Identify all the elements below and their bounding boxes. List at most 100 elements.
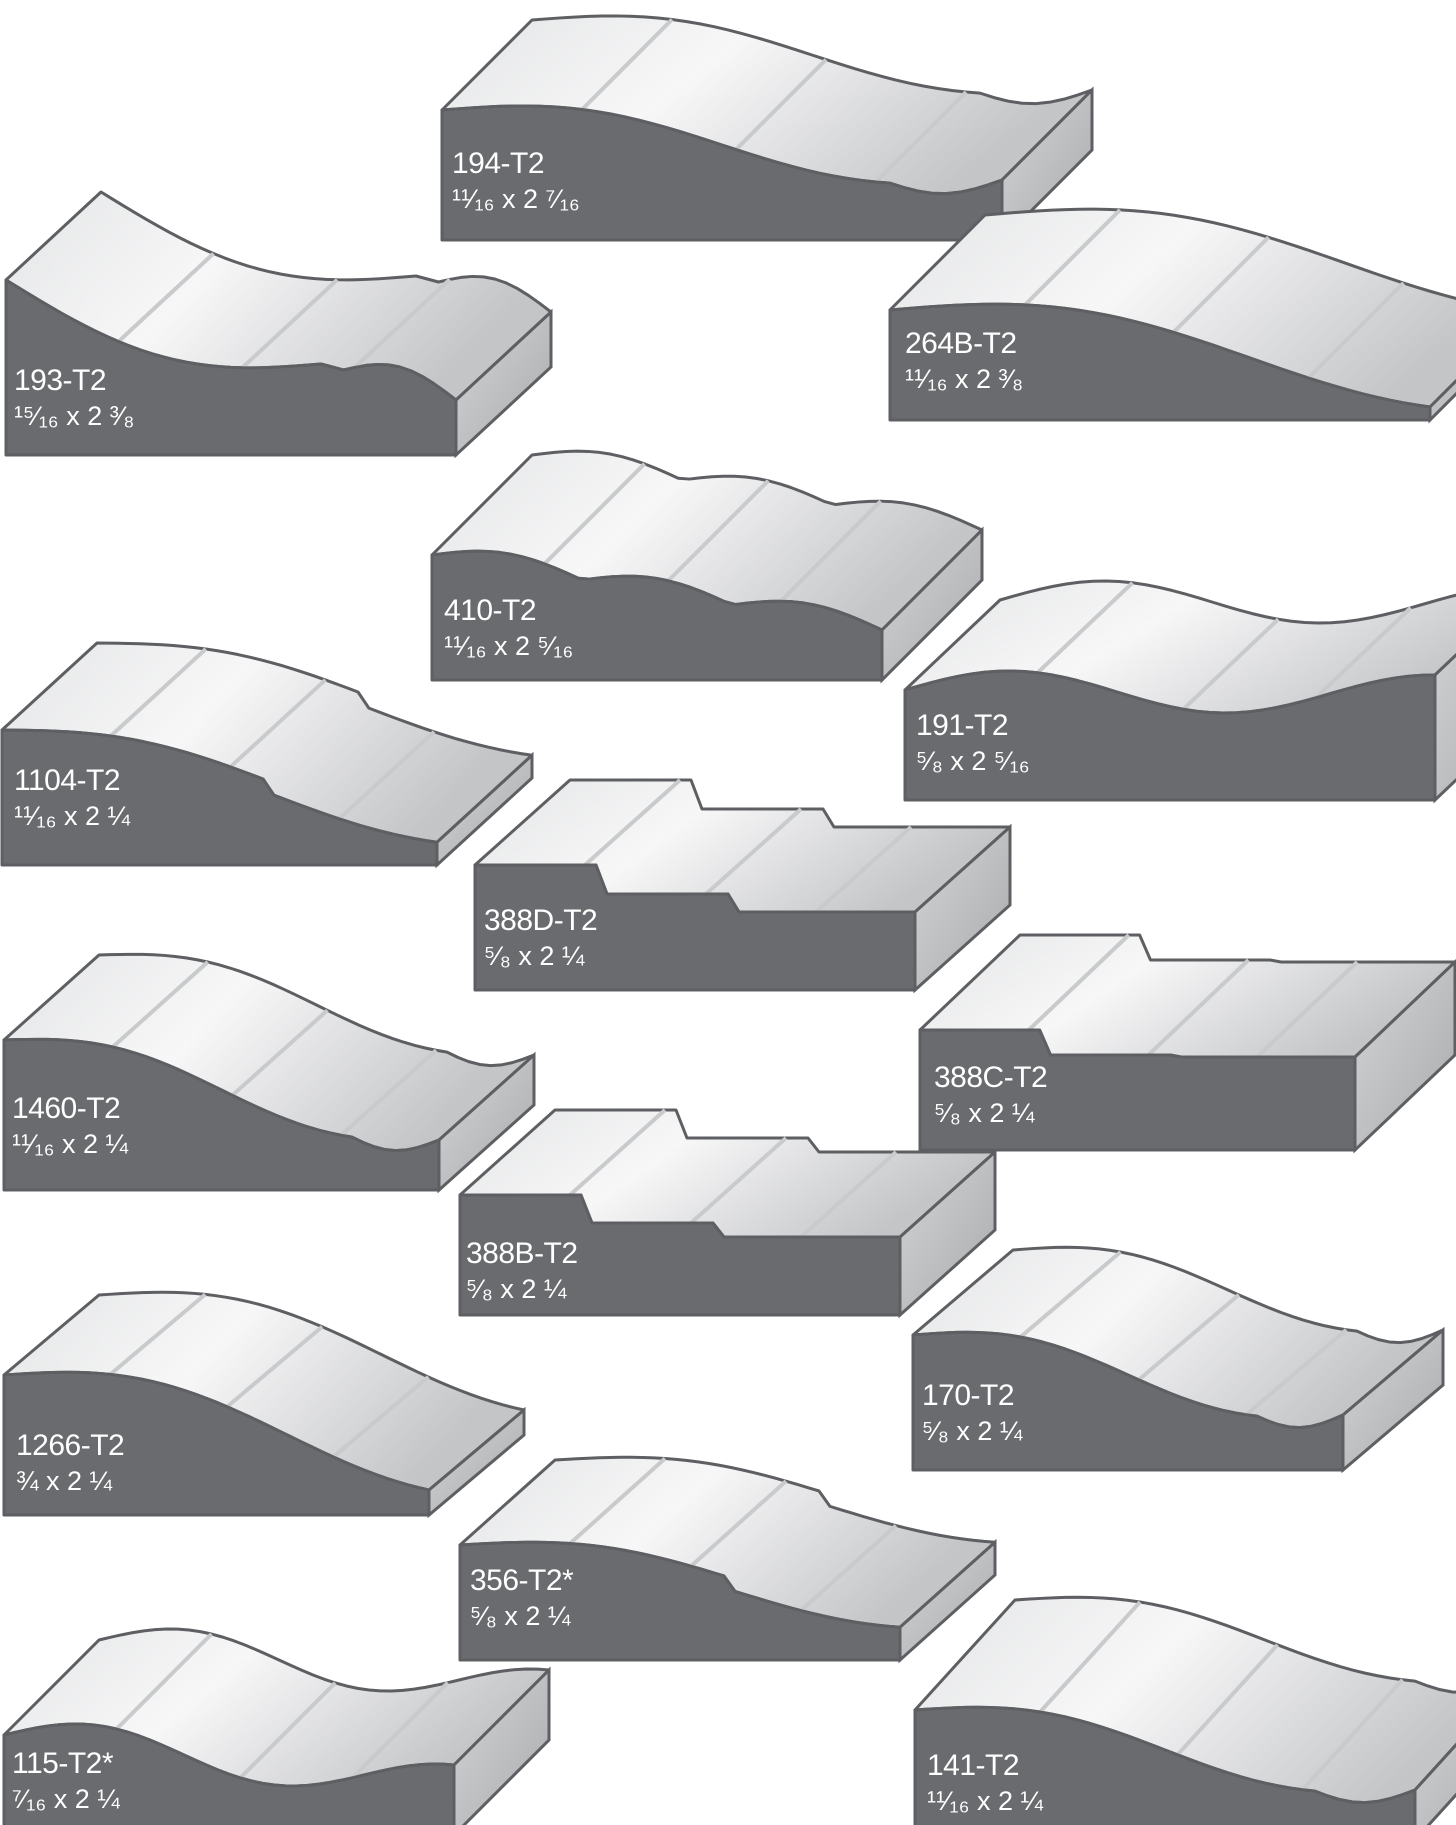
molding-ridge-line: [337, 730, 436, 821]
molding-end-profile: [918, 1028, 1357, 1152]
profile-code-label: 410-T2: [444, 594, 537, 627]
molding-end-profile: [440, 104, 1004, 242]
molding-profile: [2, 952, 536, 1194]
profile-code-label: 388C-T2: [934, 1061, 1048, 1094]
molding-ridge-line: [1146, 958, 1250, 1057]
profile-size-label: ¹¹⁄₁₆ x 2 ³⁄₈: [905, 364, 1024, 394]
profile-size-label: ⁷⁄₁₆ x 2 ¼: [12, 1784, 120, 1814]
profile-code-label: 388B-T2: [466, 1237, 578, 1270]
molding-end-profile: [0, 728, 439, 867]
molding-ridge-line: [1023, 208, 1122, 307]
molding-ridge-line: [568, 1108, 667, 1197]
molding-profile: [2, 1290, 526, 1519]
profile-size-label: ¹¹⁄₁₆ x 2 ¼: [927, 1786, 1044, 1816]
molding-end-profile: [903, 669, 1437, 802]
molding-end-profile: [2, 1037, 441, 1192]
molding-ridge-line: [115, 1632, 213, 1731]
molding-ridge-line: [351, 1681, 450, 1780]
profile-size-label: ¹¹⁄₁₆ x 2 ⁵⁄₁₆: [444, 631, 574, 661]
molding-ridge-line: [1038, 1600, 1142, 1714]
molding-ridge-line: [1137, 1293, 1241, 1382]
molding-ridge-line: [583, 778, 682, 867]
profile-code-label: 1460-T2: [12, 1092, 121, 1125]
molding-ridge-line: [543, 462, 646, 566]
molding-ridge-line: [689, 1479, 788, 1568]
molding-ridge-line: [109, 647, 208, 738]
molding-ridge-line: [1301, 1678, 1404, 1792]
molding-end-profile: [458, 1193, 902, 1317]
profile-size-label: ⁵⁄₈ x 2 ¼: [484, 941, 585, 971]
molding-ridge-line: [231, 1008, 329, 1097]
molding-ridge-line: [568, 1457, 667, 1546]
molding-ridge-line: [666, 479, 770, 583]
molding-ridge-line: [1019, 1250, 1122, 1339]
molding-ridge-line: [580, 18, 674, 111]
molding-end-profile: [911, 1330, 1345, 1472]
molding-ridge-line: [108, 1292, 207, 1376]
profile-code-label: 191-T2: [916, 709, 1009, 742]
molding-ridge-line: [799, 1524, 898, 1613]
molding-ridge-line: [1181, 617, 1280, 711]
molding-profile: [913, 1595, 1456, 1825]
molding-end-profile: [430, 549, 884, 682]
molding-end-profile: [888, 302, 1432, 422]
molding-ridge-line: [779, 499, 883, 603]
molding-ridge-line: [111, 960, 210, 1049]
profile-size-label: ⁵⁄₈ x 2 ⁵⁄₁₆: [916, 746, 1030, 776]
profile-size-label: ¹¹⁄₁₆ x 2 ⁷⁄₁₆: [452, 184, 580, 214]
profile-code-label: 356-T2*: [470, 1564, 574, 1597]
profile-size-label: ¹¹⁄₁₆ x 2 ¼: [12, 1129, 129, 1159]
molding-profile: [888, 207, 1456, 424]
molding-ridge-line: [734, 58, 828, 151]
molding-profile: [2, 1627, 551, 1825]
profile-size-label: ⁵⁄₈ x 2 ¼: [922, 1416, 1023, 1446]
molding-ridge-line: [240, 278, 339, 370]
profile-code-label: 193-T2: [14, 364, 107, 397]
profile-size-label: ¾ x 2 ¼: [16, 1466, 113, 1496]
molding-ridge-line: [814, 825, 913, 914]
molding-end-profile: [458, 1540, 902, 1662]
molding-ridge-line: [1314, 606, 1413, 700]
profile-size-label: ⁵⁄₈ x 2 ¼: [470, 1601, 571, 1631]
molding-profile: [440, 14, 1094, 244]
molding-ridge-line: [1244, 1328, 1348, 1417]
molding-profile: [911, 1245, 1445, 1474]
molding-end-profile: [913, 1705, 1417, 1825]
molding-ridge-line: [1255, 960, 1359, 1059]
profile-code-label: 1104-T2: [14, 764, 121, 797]
molding-profile: [473, 778, 1012, 994]
profile-code-label: 1266-T2: [16, 1429, 125, 1462]
profile-code-label: 170-T2: [922, 1379, 1015, 1412]
molding-profile: [918, 933, 1456, 1154]
molding-end-profile: [473, 863, 917, 992]
profile-code-label: 141-T2: [927, 1749, 1020, 1782]
molding-ridge-line: [117, 252, 215, 344]
profile-size-label: ¹¹⁄₁₆ x 2 ¼: [14, 801, 131, 831]
molding-ridge-line: [353, 277, 452, 369]
molding-end-profile: [2, 1722, 456, 1825]
molding-ridge-line: [1172, 235, 1270, 334]
molding-ridge-line: [689, 1136, 788, 1225]
molding-ridge-line: [238, 1681, 337, 1780]
molding-profile: [458, 1108, 997, 1319]
profile-code-label: 388D-T2: [484, 904, 598, 937]
molding-end-profile: [2, 1370, 431, 1517]
molding-ridge-line: [1307, 281, 1405, 380]
molding-profile: [4, 190, 553, 459]
molding-end-profile: [4, 278, 458, 457]
molding-ridge-line: [1036, 581, 1134, 675]
molding-profile: [0, 641, 534, 869]
molding-ridge-line: [229, 678, 327, 769]
molding-ridge-line: [332, 1375, 430, 1459]
molding-profile: [903, 579, 1456, 804]
molding-ridge-line: [339, 1048, 438, 1137]
molding-ridge-line: [874, 90, 968, 184]
molding-ridge-line: [225, 1325, 324, 1409]
profile-size-label: ⁵⁄₈ x 2 ¼: [466, 1274, 567, 1304]
profile-code-label: 264B-T2: [905, 327, 1017, 360]
molding-ridge-line: [1027, 933, 1131, 1032]
molding-profile: [430, 449, 984, 684]
molding-ridge-line: [704, 807, 803, 896]
molding-ridge-line: [1176, 1643, 1279, 1757]
